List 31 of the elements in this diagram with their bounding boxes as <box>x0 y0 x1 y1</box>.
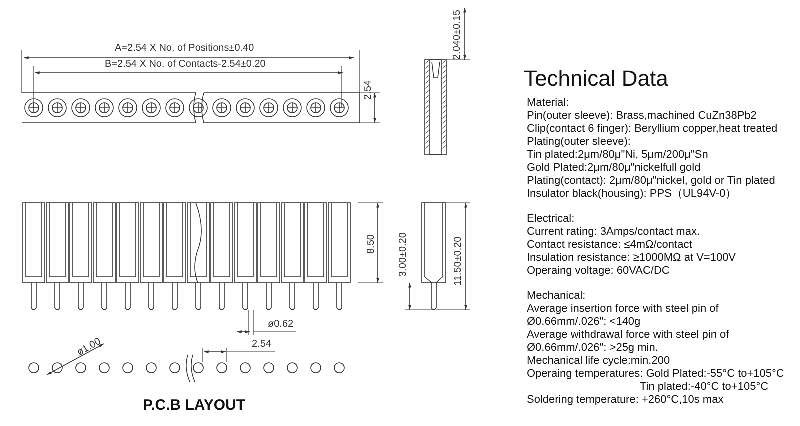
spec-line: Tin plated:2μm/80μ"Ni, 5μm/200μ"Sn <box>527 149 710 162</box>
dimension-label: 11.50±0.20 <box>454 236 464 286</box>
spec-line: Pin(outer sleeve): Brass,machined CuZn38Pb2 <box>527 110 758 123</box>
dimension-label: 2.040±0.15 <box>453 10 463 60</box>
dimension-label: B=2.54 X No. of Contacts-2.54±0.20 <box>105 60 266 70</box>
section-heading: Material: <box>527 97 570 110</box>
spec-line: Tin plated:-40°C to+105°C <box>639 381 770 394</box>
spec-line: Current rating: 3Amps/contact max. <box>527 226 702 239</box>
spec-line: Clip(contact 6 finger): Beryllium copper,heat treated <box>527 123 779 136</box>
spec-line: Operaing temperatures: Gold Plated:-55°C to+105°C <box>527 368 786 381</box>
spec-line: Plating(contact): 2μm/80μ"nickel, gold or Tin plated <box>527 175 776 188</box>
spec-line: Average withdrawal force with steel pin of Ø0.66mm/.026": >25g min. <box>527 329 730 355</box>
dimension-label: A=2.54 X No. of Positions±0.40 <box>115 44 254 54</box>
spec-line: Soldering temperature: +260°C,10s max <box>527 394 725 407</box>
section-title: Technical Data <box>524 68 668 90</box>
spec-line: Operaing voltage: 60VAC/DC <box>527 265 671 278</box>
spec-line: Gold Plated:2μm/80μ"nickelfull gold <box>527 162 702 175</box>
spec-line: Average insertion force with steel pin of Ø0.66mm/.026": <140g <box>527 303 720 329</box>
section-heading: Mechanical: <box>527 290 587 303</box>
dimension-label: 8.50 <box>367 234 377 254</box>
spec-line: Plating(outer sleeve): <box>527 136 632 149</box>
section-heading: Electrical: <box>527 213 576 226</box>
dimension-label: 2.54 <box>252 340 272 350</box>
dimension-label: ø0.62 <box>268 320 294 330</box>
spec-line: Insulator black(housing): PPS（UL94V-0） <box>527 188 738 201</box>
dimension-label: 3.00±0.20 <box>399 232 409 277</box>
spec-line: Contact resistance: ≤4mΩ/contact <box>527 239 694 252</box>
drawing-caption: P.C.B LAYOUT <box>143 398 246 413</box>
spec-line: Mechanical life cycle:min.200 <box>527 355 672 368</box>
spec-line: Insulation resistance: ≥1000MΩ at V=100V <box>527 252 738 265</box>
dimension-label: 2.54 <box>364 80 374 100</box>
